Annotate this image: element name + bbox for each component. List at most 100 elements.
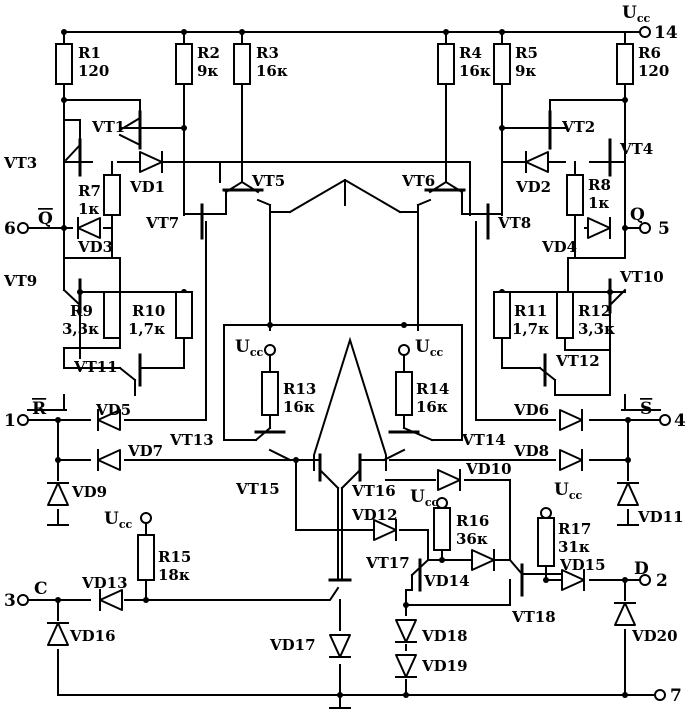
vd14-label: VD14: [423, 572, 470, 590]
r4-value: 16к: [459, 62, 491, 80]
vt16-label: VT16: [351, 482, 396, 500]
r7-value: 1к: [78, 200, 99, 218]
vt17-label: VT17: [365, 554, 410, 572]
vd10-label: VD10: [465, 460, 512, 478]
r6-value: 120: [638, 62, 669, 80]
transistor-labels: VT1 VT2 VT3 VT4 VT5 VT6 VT7 VT8 VT9 VT10…: [3, 118, 664, 626]
r16-value: 36к: [456, 530, 488, 548]
vt13-label: VT13: [169, 431, 214, 449]
supply-label-r14: Ucc: [415, 337, 444, 359]
r5-id: R5: [515, 44, 538, 62]
pin-14-number: 14: [654, 23, 678, 43]
pin-5-number: 5: [658, 219, 670, 239]
pin-2-name: D: [634, 559, 649, 579]
r14-value: 16к: [416, 398, 448, 416]
pin-7-number: 7: [670, 686, 682, 706]
r8-id: R8: [588, 176, 611, 194]
vt4-label: VT4: [619, 140, 653, 158]
r16-id: R16: [456, 512, 489, 530]
supply-label-r16: Ucc: [410, 487, 439, 509]
pin-4-number: 4: [674, 411, 686, 431]
r9-id: R9: [70, 302, 93, 320]
r3-value: 16к: [256, 62, 288, 80]
supply-label-r15: Ucc: [104, 509, 133, 531]
vd15-label: VD15: [559, 556, 606, 574]
pin-terminals: [17, 26, 671, 709]
r1-id: R1: [78, 44, 101, 62]
r15-id: R15: [158, 548, 191, 566]
vd13-label: VD13: [81, 574, 128, 592]
r11-id: R11: [514, 302, 547, 320]
resistor-bodies: [55, 43, 634, 581]
transistor-base-bars: [78, 110, 612, 597]
vt12-label: VT12: [555, 352, 600, 370]
r11-value: 1,7к: [512, 320, 549, 338]
r9-value: 3,3к: [62, 320, 99, 338]
r1-value: 120: [78, 62, 109, 80]
vt18-label: VT18: [511, 608, 556, 626]
r17-id: R17: [558, 520, 591, 538]
diode-symbols: [47, 151, 639, 678]
vd6-label: VD6: [513, 401, 549, 419]
r17-value: 31к: [558, 538, 590, 556]
supply-label-r13: Ucc: [235, 337, 264, 359]
vd4-label: VD4: [541, 238, 577, 256]
vd5-label: VD5: [95, 401, 131, 419]
r13-id: R13: [283, 380, 316, 398]
r2-value: 9к: [197, 62, 218, 80]
r5-value: 9к: [515, 62, 536, 80]
pin-3-name: C: [34, 579, 48, 599]
vt9-label: VT9: [3, 272, 37, 290]
vd1-label: VD1: [129, 178, 165, 196]
r15-value: 18к: [158, 566, 190, 584]
r2-id: R2: [197, 44, 220, 62]
vd9-label: VD9: [71, 483, 107, 501]
r14-id: R14: [416, 380, 449, 398]
pin-labels: 14 6 Q 5 Q 1 R 4 S 3 C 2 D 7: [4, 23, 686, 706]
vt11-label: VT11: [73, 358, 118, 376]
r10-id: R10: [132, 302, 165, 320]
vt15-label: VT15: [235, 480, 280, 498]
r3-id: R3: [256, 44, 279, 62]
r7-id: R7: [78, 182, 101, 200]
vd3-label: VD3: [77, 238, 113, 256]
vd18-label: VD18: [421, 627, 468, 645]
supply-labels: Ucc Ucc Ucc Ucc Ucc Ucc: [104, 3, 651, 531]
r8-value: 1к: [588, 194, 609, 212]
vd19-label: VD19: [421, 657, 468, 675]
r6-id: R6: [638, 44, 661, 62]
vd20-label: VD20: [631, 627, 678, 645]
pin-6-number: 6: [4, 219, 16, 239]
vt14-label: VT14: [461, 431, 506, 449]
r10-value: 1,7к: [128, 320, 165, 338]
vd16-label: VD16: [69, 627, 116, 645]
r12-value: 3,3к: [578, 320, 615, 338]
r4-id: R4: [459, 44, 482, 62]
r12-id: R12: [578, 302, 611, 320]
pin-1-number: 1: [4, 411, 16, 431]
vd17-label: VD17: [269, 636, 316, 654]
vt8-label: VT8: [497, 214, 531, 232]
supply-label-top: Ucc: [622, 3, 651, 25]
pin-1-name: R: [32, 399, 47, 419]
r13-value: 16к: [283, 398, 315, 416]
vt5-label: VT5: [251, 172, 285, 190]
vd12-label: VD12: [351, 506, 398, 524]
pin-3-number: 3: [4, 591, 16, 611]
pin-2-number: 2: [656, 571, 668, 591]
vd11-label: VD11: [637, 508, 684, 526]
vt10-label: VT10: [619, 268, 664, 286]
vd7-label: VD7: [127, 442, 163, 460]
supply-label-r17: Ucc: [554, 480, 583, 502]
vt7-label: VT7: [145, 214, 179, 232]
vd8-label: VD8: [513, 442, 549, 460]
pin-4-name: S: [640, 399, 652, 419]
vt3-label: VT3: [3, 154, 37, 172]
vt6-label: VT6: [401, 172, 435, 190]
pin-6-name: Q: [38, 209, 53, 229]
vt1-label: VT1: [91, 118, 125, 136]
diode-labels: VD1 VD2 VD3 VD4 VD5 VD6 VD7 VD8 VD9 VD10…: [69, 178, 684, 675]
vt2-label: VT2: [561, 118, 595, 136]
pin-5-name: Q: [630, 205, 645, 225]
